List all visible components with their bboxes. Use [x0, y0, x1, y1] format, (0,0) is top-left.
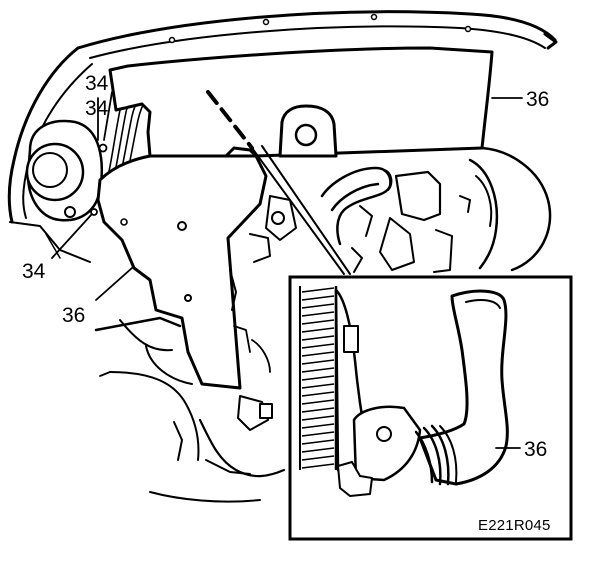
detail-inset — [288, 275, 573, 541]
fog-lamp — [25, 119, 108, 222]
callout-36-left: 36 — [62, 304, 85, 327]
callout-34-left: 34 — [22, 260, 46, 283]
engine-components — [94, 146, 552, 503]
callout-36-inset: 36 — [524, 438, 547, 461]
figure-id: E221R045 — [478, 517, 551, 534]
callout-34-top-b: 34 — [85, 97, 109, 120]
view-pointer — [206, 90, 351, 275]
leader-lines — [51, 91, 523, 449]
callout-34-top-a: 34 — [85, 72, 109, 95]
callout-labels: 34 34 36 34 36 36 E221R045 — [22, 72, 551, 534]
shroud-panel — [96, 46, 494, 390]
callout-36-right: 36 — [526, 88, 549, 111]
